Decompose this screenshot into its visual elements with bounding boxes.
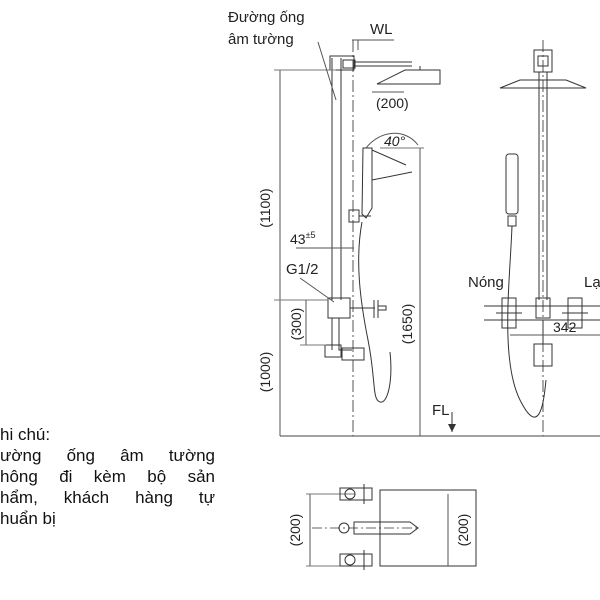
angle-label: 40° [384, 133, 406, 149]
plan-left-dimension: (200) [287, 514, 303, 547]
installation-note: hi chú: ường ống âm tường hông đi kèm bộ… [0, 424, 215, 529]
note-line-3: hẩm, khách hàng tự [0, 488, 215, 507]
g12-label: G1/2 [286, 261, 319, 278]
note-line-2: hông đi kèm bộ sản [0, 467, 215, 486]
wl-label: WL [370, 21, 393, 38]
wall-pipe-label-1: Đường ống [228, 9, 305, 26]
plan-right-dimension: (200) [455, 514, 471, 547]
fl-label: FL [432, 402, 450, 419]
note-line-4: huẩn bị [0, 509, 56, 528]
total-height-dimension: (1650) [399, 304, 415, 344]
wall-pipe-label-2: âm tường [228, 31, 294, 48]
valve-spacing-dimension: 342 [553, 319, 577, 335]
hot-label: Nóng [468, 274, 504, 291]
note-line-1: ường ống âm tường [0, 446, 215, 465]
offset-value: 43 [290, 231, 306, 247]
offset-tolerance: ±5 [306, 230, 316, 240]
shower-head-dimension: (200) [376, 95, 409, 111]
floor-to-valve-dimension: (1000) [257, 352, 273, 392]
valve-offset-dimension: (300) [288, 308, 304, 341]
rail-height-dimension: (1100) [257, 188, 273, 227]
note-title: hi chú: [0, 425, 51, 444]
offset-dimension: 43±5 [290, 230, 316, 247]
cold-label: Lạ [584, 274, 600, 291]
